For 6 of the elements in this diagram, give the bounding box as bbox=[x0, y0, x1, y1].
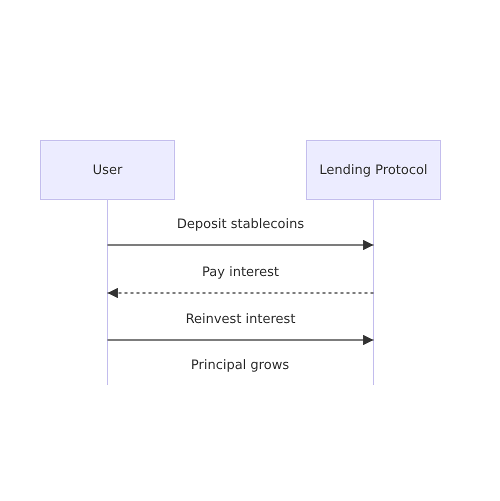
message-arrow bbox=[108, 288, 374, 298]
message-arrow bbox=[108, 240, 374, 250]
message-arrow bbox=[108, 334, 374, 346]
participant-box: Lending Protocol bbox=[306, 140, 441, 200]
message-label: Pay interest bbox=[200, 265, 281, 280]
participant-box: User bbox=[40, 140, 175, 200]
